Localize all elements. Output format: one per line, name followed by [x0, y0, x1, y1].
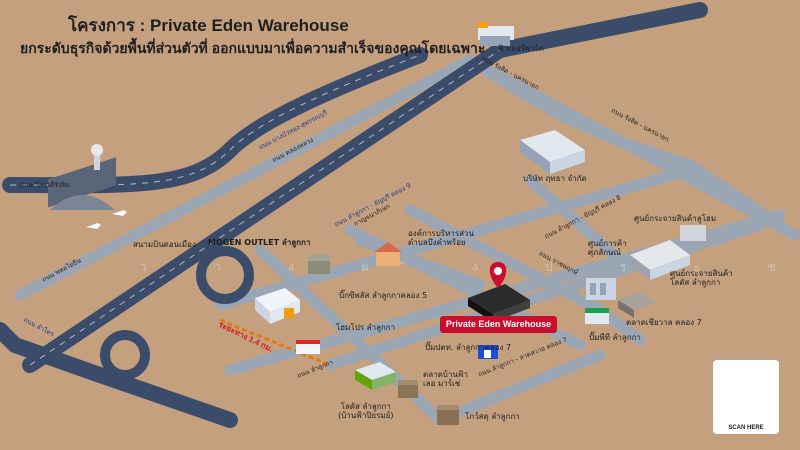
label-fujiya: บริษัท ฤทธา จำกัด: [523, 174, 587, 183]
label-market-ls: ตลาดบ้านฟ้า เลอ มาร์เช่: [423, 370, 468, 389]
page-subtitle: ยกระดับธุรกิจด้วยพื้นที่ส่วนตัวที่ ออกแบ…: [20, 40, 486, 56]
road-bottom: [434, 349, 606, 426]
building-future-park: [478, 22, 514, 46]
building-lotus-ll: [355, 362, 396, 390]
building-bigc: [255, 288, 300, 324]
airplane-icon: [86, 210, 127, 229]
page-title: โครงการ : Private Eden Warehouse: [68, 16, 349, 35]
building-homepro: [296, 340, 320, 354]
label-distribution: ศูนย์กระจายสินค้าลูโฮม: [634, 214, 717, 223]
distance-line: [219, 318, 331, 367]
building-market-ls: [398, 380, 418, 398]
label-ptt-pump: ปั๊มปตท. ลำลูกกาคลอง 7: [425, 343, 512, 352]
label-shop-center: ศูนย์การค้า ศุภลักษณ์: [588, 239, 627, 258]
road-branch-1: [524, 174, 626, 266]
building-fujiya: [520, 130, 585, 174]
label-lotus-dc: ศูนย์กระจายสินค้า โลตัส ลำลูกกา: [670, 269, 733, 288]
qr-card[interactable]: SCAN HERE: [713, 360, 779, 434]
highway-bangbuathong: [0, 322, 238, 428]
label-airport: สนามบินดอนเมือง: [133, 240, 196, 249]
road-rangsit-nakhonnayok-east: [464, 54, 800, 241]
qr-caption: SCAN HERE: [728, 425, 764, 431]
location-pin-icon: [489, 262, 507, 288]
label-homepro: โฮมโปร ลำลูกกา: [336, 323, 396, 332]
building-market-k7: [618, 292, 656, 318]
label-future-park: ฟิวเจอร์พาร์ค: [498, 44, 545, 53]
building-mogen: [308, 255, 330, 274]
building-ptt-pump: [478, 345, 498, 359]
label-ptt: ปั๊มพีที ลำลูกกา: [589, 333, 641, 342]
label-market-k7: ตลาดเชียวาล คลอง 7: [626, 318, 702, 327]
building-ptt: [585, 308, 609, 324]
building-distribution: [630, 225, 706, 280]
label-lotus-go: โกว์สดุ ลำลูกกา: [465, 412, 520, 421]
label-lotus-ll: โลตัส ลำลูกกา (บ้านฟ้าปิยรมย์): [338, 402, 394, 421]
label-bigc: บิ๊กซีพลัส ลำลูกกาคลอง 5: [339, 291, 428, 300]
road-label-wiphawadi: ถนน วิภาวดีรังสิต: [20, 181, 70, 189]
airport-building: [48, 144, 116, 210]
building-lotus-go: [437, 405, 459, 425]
interchange: [100, 246, 254, 380]
project-name-banner: Private Eden Warehouse: [440, 316, 557, 333]
label-tambon: องค์การบริหารส่วน ตำบลบึงคำพร้อย: [408, 229, 474, 248]
label-mogen-outlet: MOGEN OUTLET ลำลูกกา: [208, 238, 311, 247]
building-shop-center: [586, 278, 616, 300]
building-tambon: [374, 242, 402, 266]
road-lamlukka-k7: [324, 219, 766, 371]
highway-north: [492, 2, 708, 58]
faint-watermark-text: ว า ง ผ ั ง ป ร ะ ช า: [140, 260, 800, 274]
